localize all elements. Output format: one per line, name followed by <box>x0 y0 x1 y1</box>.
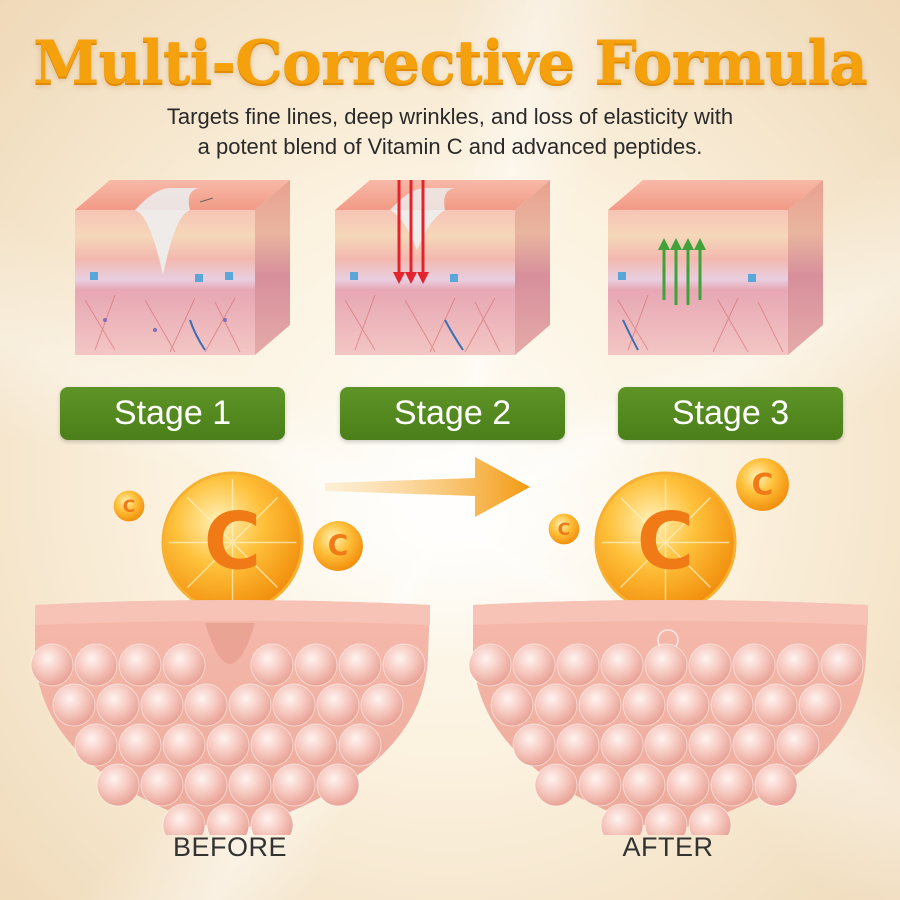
skin-cell <box>52 683 96 727</box>
skin-cell <box>754 683 798 727</box>
vitamin-c-orb-icon: C <box>735 457 790 512</box>
skin-cell <box>250 803 294 835</box>
skin-cell <box>754 763 798 807</box>
skin-cell <box>206 803 250 835</box>
vitamin-letter: C <box>637 497 694 588</box>
skin-cell <box>776 723 820 767</box>
skin-cell <box>556 723 600 767</box>
before-label: BEFORE <box>172 832 288 862</box>
skin-cell <box>316 683 360 727</box>
after-label: AFTER <box>622 832 714 862</box>
skin-cell <box>732 643 776 687</box>
vitamin-c-orb-icon: C <box>113 490 145 522</box>
skin-cell <box>74 643 118 687</box>
vitamin-letter: C <box>204 497 261 588</box>
skin-cross-section-icon <box>335 180 550 355</box>
skin-block-stage-1 <box>75 180 290 365</box>
skin-cell <box>184 763 228 807</box>
vitamin-letter: C <box>328 529 349 562</box>
skin-cell <box>162 803 206 835</box>
skin-cell <box>732 723 776 767</box>
skin-cell <box>798 683 842 727</box>
vitamin-letter: C <box>123 497 136 517</box>
red-arrows-icon <box>393 180 429 284</box>
skin-cell <box>644 643 688 687</box>
vitamin-letter: C <box>752 467 774 502</box>
skin-cell <box>688 803 732 835</box>
skin-cell <box>162 723 206 767</box>
vitamin-c-orb-icon: C <box>593 470 738 615</box>
skin-cell <box>96 683 140 727</box>
skin-cell <box>578 763 622 807</box>
skin-cell <box>666 763 710 807</box>
skin-cell <box>622 683 666 727</box>
skin-cell <box>534 683 578 727</box>
skin-cell <box>710 683 754 727</box>
stage-2-label: Stage 2 <box>340 387 565 440</box>
skin-cell <box>272 763 316 807</box>
skin-cell <box>534 763 578 807</box>
skin-cell <box>688 723 732 767</box>
skin-cell <box>490 683 534 727</box>
skin-cross-section-icon <box>75 180 290 355</box>
page-subtitle: Targets fine lines, deep wrinkles, and l… <box>100 102 800 162</box>
arrow-right-icon <box>325 452 530 522</box>
skin-cell <box>250 643 294 687</box>
skin-cell <box>140 763 184 807</box>
skin-cell <box>688 643 732 687</box>
skin-cell <box>118 723 162 767</box>
skin-cell <box>578 683 622 727</box>
skin-cell <box>162 643 206 687</box>
skin-cell <box>600 723 644 767</box>
vitamin-letter: C <box>558 520 571 540</box>
after-skin-illustration <box>468 595 873 835</box>
skin-cell <box>250 723 294 767</box>
skin-cell <box>96 763 140 807</box>
green-arrows-icon <box>658 238 706 305</box>
page-title: Multi-Corrective Formula <box>32 28 868 98</box>
skin-cell <box>600 803 644 835</box>
vitamin-c-orb-icon: C <box>312 520 364 572</box>
vitamin-c-orb-icon: C <box>548 513 580 545</box>
skin-cell <box>622 763 666 807</box>
skin-cell <box>272 683 316 727</box>
skin-cell <box>556 643 600 687</box>
skin-cell <box>338 643 382 687</box>
skin-cell <box>382 643 426 687</box>
skin-cell <box>184 683 228 727</box>
skin-cell <box>468 643 512 687</box>
skin-block-stage-3 <box>608 180 823 365</box>
skin-cross-section-icon <box>608 180 823 355</box>
vitamin-c-orb-icon: C <box>160 470 305 615</box>
skin-cell <box>600 643 644 687</box>
skin-cell <box>666 683 710 727</box>
stage-3-label: Stage 3 <box>618 387 843 440</box>
skin-cell <box>140 683 184 727</box>
skin-cell <box>512 723 556 767</box>
skin-cell <box>118 643 162 687</box>
skin-cell <box>360 683 404 727</box>
skin-block-stage-2 <box>335 180 550 365</box>
skin-cell <box>710 763 754 807</box>
skin-cell <box>316 763 360 807</box>
skin-cell <box>74 723 118 767</box>
skin-cell <box>644 803 688 835</box>
stage-1-label: Stage 1 <box>60 387 285 440</box>
before-skin-illustration <box>30 595 435 835</box>
skin-cell <box>206 723 250 767</box>
subtitle-line-1: Targets fine lines, deep wrinkles, and l… <box>166 104 734 129</box>
subtitle-line-2: a potent blend of Vitamin C and advanced… <box>197 134 703 159</box>
skin-cell <box>644 723 688 767</box>
skin-cell <box>820 643 864 687</box>
skin-cell <box>30 643 74 687</box>
skin-cell <box>228 763 272 807</box>
skin-cell <box>338 723 382 767</box>
skin-cell <box>294 643 338 687</box>
skin-cell <box>512 643 556 687</box>
skin-cell <box>776 643 820 687</box>
skin-cell <box>294 723 338 767</box>
skin-cell <box>228 683 272 727</box>
